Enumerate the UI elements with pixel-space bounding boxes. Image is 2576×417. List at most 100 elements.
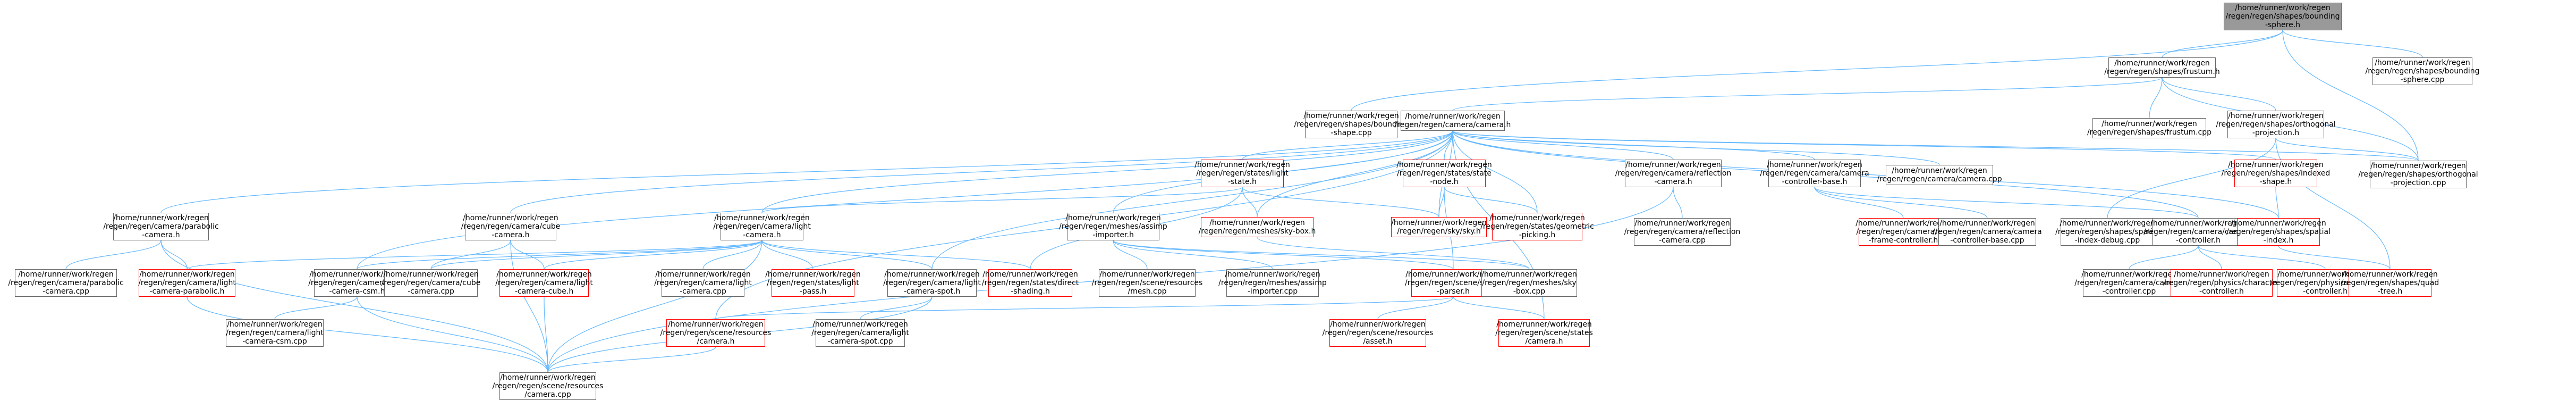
graph-node-light-spot-h[interactable]: /home/runner/work/regen /regen/regen/cam… [883,269,981,297]
graph-node-cube-cpp[interactable]: /home/runner/work/regen /regen/regen/cam… [382,269,480,297]
graph-node-scene-parser-h[interactable]: /home/runner/work/regen /regen/regen/sce… [1405,269,1502,297]
include-edge [2149,73,2165,119]
graph-node-reflection-h[interactable]: /home/runner/work/regen /regen/regen/cam… [1615,160,1731,187]
graph-node-label: /home/runner/work/regen /regen/regen/sha… [2341,270,2439,296]
graph-node-label: /home/runner/work/regen /regen/regen/sha… [2221,161,2331,186]
graph-node-resources-camera-cpp[interactable]: /home/runner/work/regen /regen/regen/sce… [493,372,603,400]
graph-node-light-parabolic-h[interactable]: /home/runner/work/regen /regen/regen/cam… [138,269,236,297]
graph-node-frustum-h[interactable]: /home/runner/work/regen /regen/regen/sha… [2104,57,2220,78]
graph-node-indexed-shape-h[interactable]: /home/runner/work/regen /regen/regen/sha… [2222,160,2330,187]
graph-node-frustum-cpp[interactable]: /home/runner/work/regen /regen/regen/sha… [2087,118,2211,138]
graph-node-light-csm-h[interactable]: /home/runner/work/regen /regen/regen/cam… [308,269,406,297]
include-edge [544,236,765,270]
include-edge [1812,183,1988,219]
graph-node-bounding-sphere-h[interactable]: /home/runner/work/regen /regen/regen/sha… [2224,3,2342,30]
graph-node-geometric-picking-h[interactable]: /home/runner/work/regen /regen/regen/sta… [1480,213,1594,240]
include-edge [160,127,1455,213]
graph-node-controller-base-h[interactable]: /home/runner/work/regen /regen/regen/cam… [1760,160,1869,187]
graph-node-sky-h[interactable]: /home/runner/work/regen /regen/regen/sky… [1391,217,1487,237]
graph-node-label: /home/runner/work/regen /regen/regen/sha… [1294,112,1409,137]
graph-node-light-camera-cpp[interactable]: /home/runner/work/regen /regen/regen/cam… [654,269,752,297]
include-edge [1450,127,2279,219]
include-edge [1351,26,2285,111]
graph-node-label: /home/runner/work/regen /regen/regen/mes… [1198,219,1316,236]
graph-node-reflection-cpp[interactable]: /home/runner/work/regen /regen/regen/cam… [1624,218,1740,246]
graph-node-key-frame-h[interactable]: /home/runner/work/regen /regen/regen/cam… [1855,218,1951,246]
graph-node-cube-h[interactable]: /home/runner/work/regen /regen/regen/cam… [461,213,560,240]
graph-node-label: /home/runner/work/regen /regen/regen/cam… [1855,219,1951,245]
graph-node-controller-cpp[interactable]: /home/runner/work/regen /regen/regen/cam… [2074,269,2184,297]
graph-node-light-pass-h[interactable]: /home/runner/work/regen /regen/regen/sta… [765,269,861,297]
graph-node-label: /home/runner/work/regen /regen/regen/sce… [1322,320,1434,346]
include-edge [759,236,1031,270]
graph-node-state-node-h[interactable]: /home/runner/work/regen /regen/regen/sta… [1396,160,1492,187]
include-edge [1438,183,1447,218]
graph-node-label: /home/runner/work/regen /regen/regen/sce… [1091,270,1203,296]
graph-node-light-csm-cpp[interactable]: /home/runner/work/regen /regen/regen/cam… [226,319,324,347]
graph-node-resources-mesh-cpp[interactable]: /home/runner/work/regen /regen/regen/sce… [1092,269,1202,297]
include-edge [184,293,548,373]
include-edge [2276,241,2391,270]
graph-node-direct-shading-h[interactable]: /home/runner/work/regen /regen/regen/sta… [982,269,1079,297]
graph-node-parabolic-cpp[interactable]: /home/runner/work/regen /regen/regen/cam… [8,269,124,297]
graph-node-character-controller-h[interactable]: /home/runner/work/regen /regen/regen/phy… [2164,269,2280,297]
graph-node-ortho-cpp[interactable]: /home/runner/work/regen /regen/regen/sha… [2358,161,2478,188]
include-edge [1671,183,1683,219]
include-edge [702,236,765,270]
graph-node-spatial-index-h[interactable]: /home/runner/work/regen /regen/regen/sha… [2226,218,2331,246]
graph-node-label: /home/runner/work/regen /regen/regen/cam… [1394,112,1511,129]
graph-node-camera-controller-h[interactable]: /home/runner/work/regen /regen/regen/cam… [2143,218,2253,246]
graph-node-parabolic-h[interactable]: /home/runner/work/regen /regen/regen/cam… [103,213,219,240]
include-edge [357,236,765,270]
graph-node-spatial-debug-cpp[interactable]: /home/runner/work/regen /regen/regen/sha… [2055,218,2159,246]
include-edge [1452,73,2165,111]
include-edge [510,127,1455,213]
include-edge [1242,127,1455,160]
graph-node-camera-h[interactable]: /home/runner/work/regen /regen/regen/cam… [1395,111,1511,131]
include-edge [2196,241,2326,270]
graph-node-bounding-shape-cpp[interactable]: /home/runner/work/regen /regen/regen/sha… [1294,111,1409,138]
graph-node-label: /home/runner/work/regen /regen/regen/sce… [1405,270,1502,296]
graph-node-camera-cpp[interactable]: /home/runner/work/regen /regen/regen/cam… [1877,165,2002,185]
graph-node-label: /home/runner/work/regen /regen/regen/sta… [765,270,861,296]
include-edge [1450,127,1815,160]
graph-node-label: /home/runner/work/regen /regen/regen/phy… [2163,270,2280,296]
graph-node-label: /home/runner/work/regen /regen/regen/sha… [2365,59,2480,84]
include-edge [759,236,933,270]
graph-node-controller-base-cpp[interactable]: /home/runner/work/regen /regen/regen/cam… [1933,218,2042,246]
graph-node-bounding-sphere-cpp[interactable]: /home/runner/work/regen /regen/regen/sha… [2366,57,2480,85]
graph-node-light-cube-h[interactable]: /home/runner/work/regen /regen/regen/cam… [495,269,593,297]
graph-node-light-spot-cpp[interactable]: /home/runner/work/regen /regen/regen/cam… [811,319,909,347]
graph-node-label: /home/runner/work/regen /regen/regen/sha… [2087,120,2212,137]
include-edge [1450,127,1940,165]
graph-node-resources-camera-h[interactable]: /home/runner/work/regen /regen/regen/sce… [660,319,771,347]
graph-node-quad-tree-h[interactable]: /home/runner/work/regen /regen/regen/sha… [2341,269,2439,297]
include-edge [2273,134,2391,270]
graph-node-label: /home/runner/work/regen /regen/regen/sky… [1391,219,1487,236]
include-edge [1450,127,1674,160]
graph-node-sky-box-cpp[interactable]: /home/runner/work/regen /regen/regen/mes… [1481,269,1577,297]
graph-node-resources-asset-h[interactable]: /home/runner/work/regen /regen/regen/sce… [1323,319,1433,347]
include-edge [1111,236,1530,270]
graph-node-label: /home/runner/work/regen /regen/regen/mes… [1481,270,1577,296]
graph-node-label: /home/runner/work/regen /regen/regen/cam… [461,214,561,239]
include-edge [547,236,765,373]
graph-node-label: /home/runner/work/regen /regen/regen/sta… [981,270,1079,296]
include-edge [2129,241,2201,270]
graph-node-sky-box-h[interactable]: /home/runner/work/regen /regen/regen/mes… [1198,217,1316,237]
include-edge [65,236,164,270]
graph-node-assimp-cpp[interactable]: /home/runner/work/regen /regen/regen/mes… [1218,269,1327,297]
graph-node-label: /home/runner/work/regen /regen/regen/sha… [2225,4,2340,29]
graph-node-label: /home/runner/work/regen /regen/regen/cam… [1877,166,2002,184]
graph-node-light-camera-h[interactable]: /home/runner/work/regen /regen/regen/cam… [713,213,811,240]
include-edge [508,236,545,270]
graph-node-label: /home/runner/work/regen /regen/regen/cam… [654,270,752,296]
graph-node-ortho-h[interactable]: /home/runner/work/regen /regen/regen/sha… [2216,111,2336,138]
include-edge [1111,236,1454,270]
include-edge [761,183,1245,213]
graph-node-light-state-h[interactable]: /home/runner/work/regen /regen/regen/sta… [1194,160,1290,187]
graph-node-scenestates-camera-h[interactable]: /home/runner/work/regen /regen/regen/sce… [1495,319,1593,347]
include-edge [1257,127,1455,218]
graph-node-label: /home/runner/work/regen /regen/regen/sha… [2104,59,2220,76]
graph-node-assimp-h[interactable]: /home/runner/work/regen /regen/regen/mes… [1059,213,1167,240]
